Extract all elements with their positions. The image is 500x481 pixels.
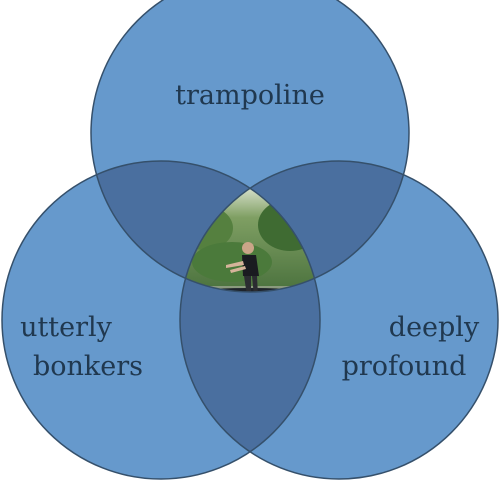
- label-profound: profound: [342, 351, 467, 382]
- person-figure: [226, 242, 259, 292]
- label-trampoline: trampoline: [175, 80, 325, 111]
- label-deeply: deeply: [389, 312, 480, 343]
- label-utterly: utterly: [20, 312, 113, 343]
- label-bonkers: bonkers: [33, 351, 143, 382]
